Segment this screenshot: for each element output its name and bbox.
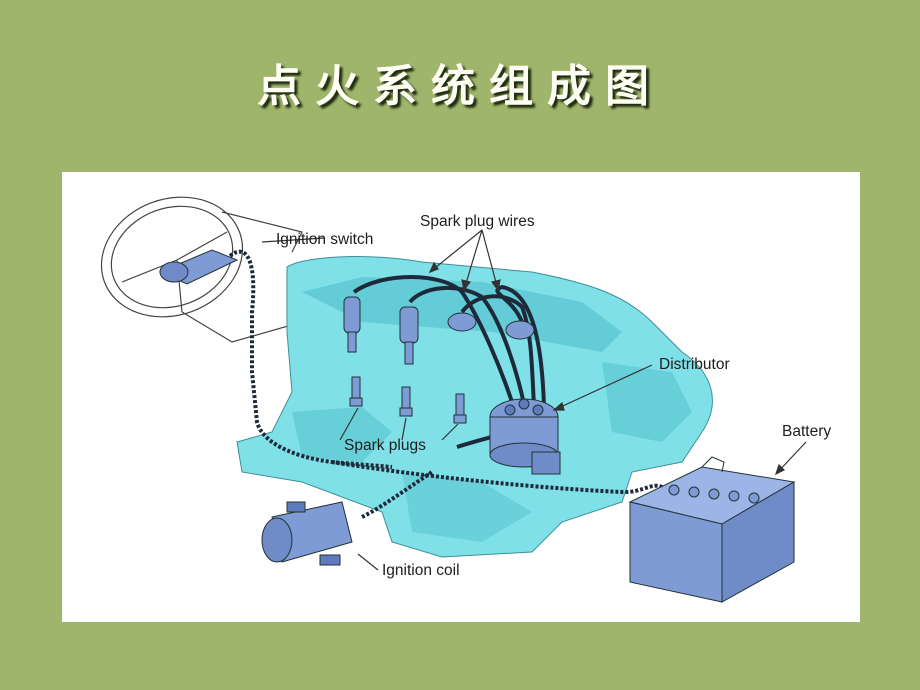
battery (628, 456, 796, 603)
label-ignition-coil: Ignition coil (382, 562, 460, 579)
ignition-switch (158, 249, 239, 285)
spark-plugs (349, 376, 467, 424)
distributor (489, 398, 561, 475)
ignition-system-diagram: Ignition switch Spark plug wires Distrib… (62, 172, 860, 622)
label-distributor: Distributor (659, 356, 730, 373)
engine-block (236, 256, 713, 558)
label-ignition-switch: Ignition switch (276, 231, 373, 248)
label-battery: Battery (782, 423, 831, 440)
primary-wiring (228, 249, 663, 519)
slide-title: 点火系统组成图 (257, 61, 663, 112)
label-spark-plug-wires: Spark plug wires (420, 213, 535, 230)
spark-plug-boots (343, 296, 535, 365)
spark-plug-wires (352, 275, 546, 449)
diagram-canvas: Ignition switch Spark plug wires Distrib… (100, 196, 831, 603)
label-leaders (261, 229, 807, 571)
label-spark-plugs: Spark plugs (344, 437, 426, 454)
ignition-coil (261, 501, 353, 566)
